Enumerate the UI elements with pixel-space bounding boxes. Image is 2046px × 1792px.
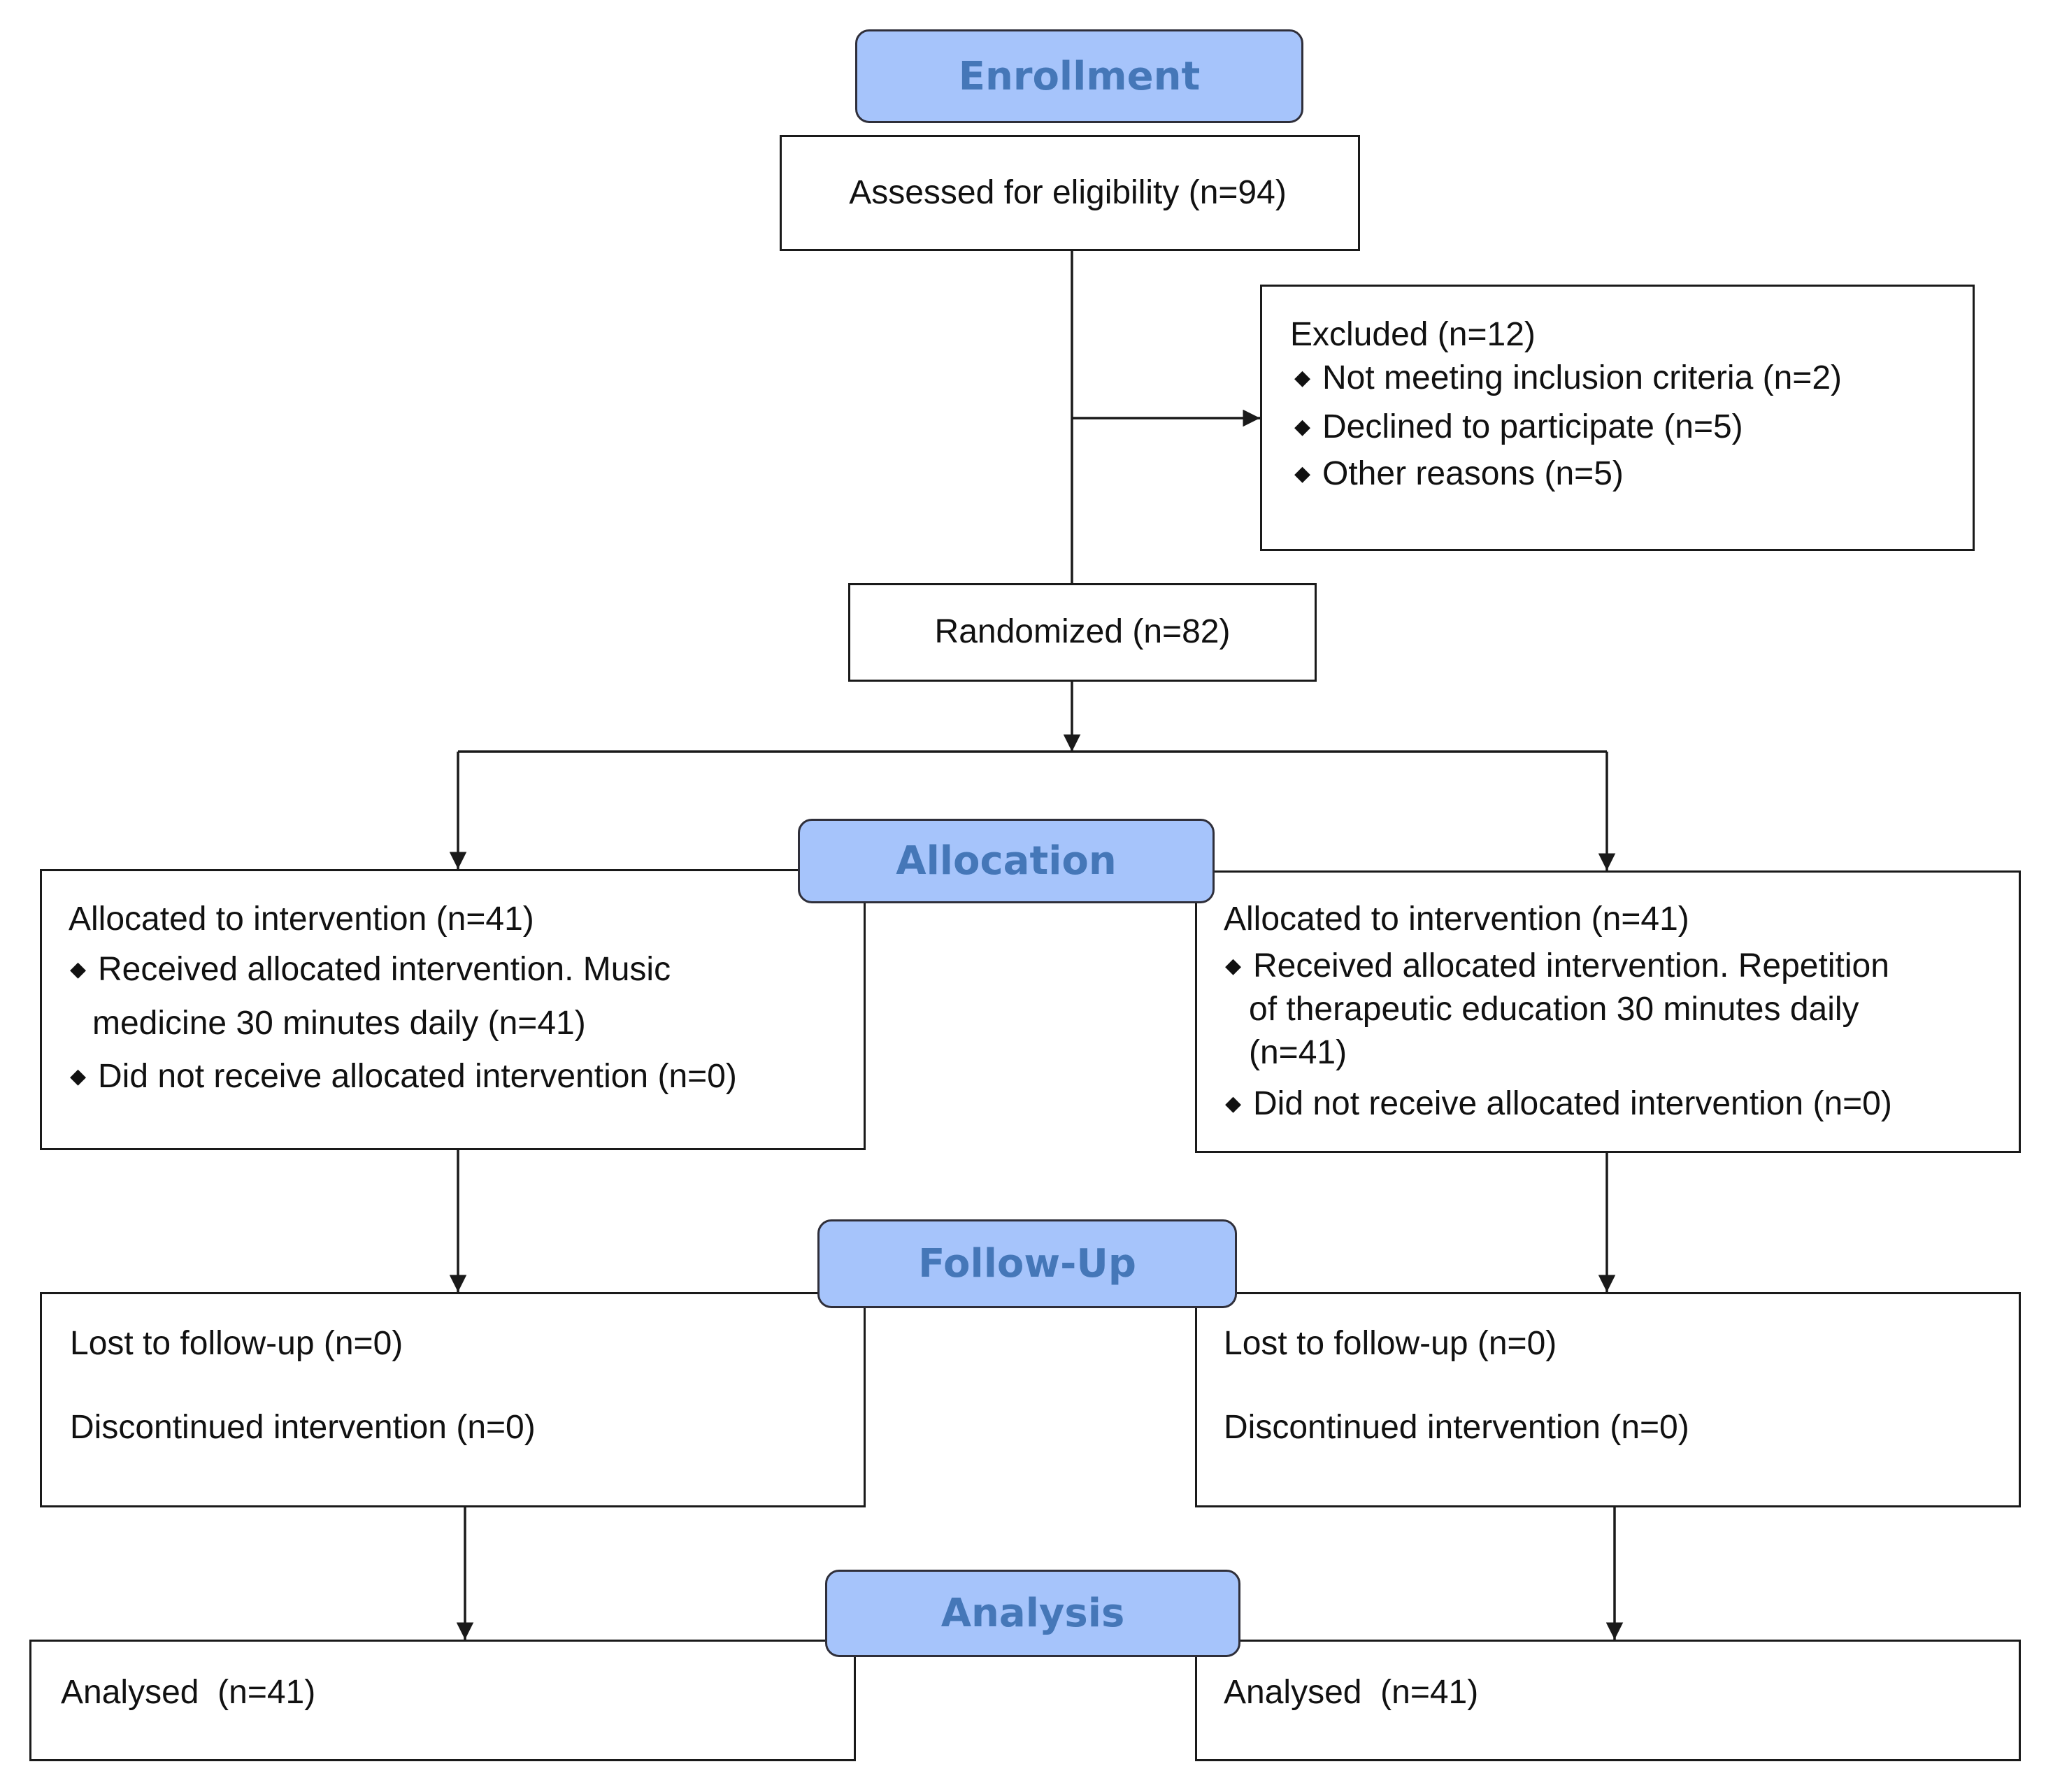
- excluded-item: ◆ Not meeting inclusion criteria (n=2): [1294, 357, 1842, 400]
- diamond-bullet-icon: ◆: [1294, 462, 1311, 485]
- allocation-right-title: Allocated to intervention (n=41): [1224, 901, 1689, 938]
- allocation-right-item-text: Received allocated intervention. Repetit…: [1249, 945, 1889, 1075]
- phase-analysis: Analysis: [825, 1570, 1240, 1657]
- allocation-left-item-line: Received allocated intervention. Music: [98, 951, 671, 988]
- randomized-text: Randomized (n=82): [934, 613, 1231, 651]
- allocation-left-item: ◆ Received allocated intervention. Music…: [70, 948, 671, 1056]
- analysis-right-text: Analysed (n=41): [1224, 1674, 1479, 1711]
- excluded-item: ◆ Other reasons (n=5): [1294, 452, 1624, 496]
- allocation-left-item: ◆ Did not receive allocated intervention…: [70, 1055, 737, 1098]
- excluded-box: Excluded (n=12) ◆ Not meeting inclusion …: [1260, 285, 1975, 551]
- allocation-left-title: Allocated to intervention (n=41): [69, 901, 534, 938]
- excluded-item-text: Not meeting inclusion criteria (n=2): [1322, 359, 1842, 396]
- allocation-right-item-text: Did not receive allocated intervention (…: [1253, 1085, 1892, 1122]
- allocation-right-item-line: Received allocated intervention. Repetit…: [1253, 947, 1889, 984]
- assessed-box: Assessed for eligibility (n=94): [780, 135, 1360, 251]
- diamond-bullet-icon: ◆: [1225, 954, 1242, 977]
- diamond-bullet-icon: ◆: [1294, 415, 1311, 438]
- excluded-item-text: Declined to participate (n=5): [1322, 408, 1743, 445]
- allocation-right-item-line: of therapeutic education 30 minutes dail…: [1249, 991, 1859, 1028]
- allocation-left-item-line: medicine 30 minutes daily (n=41): [92, 1005, 586, 1042]
- phase-allocation: Allocation: [798, 819, 1215, 903]
- analysis-left-text: Analysed (n=41): [61, 1674, 316, 1711]
- excluded-item: ◆ Declined to participate (n=5): [1294, 406, 1743, 449]
- follow-right-lost: Lost to follow-up (n=0): [1224, 1325, 1557, 1362]
- analysis-left-box: Analysed (n=41): [29, 1640, 856, 1761]
- diamond-bullet-icon: ◆: [70, 1065, 87, 1088]
- analysis-right-box: Analysed (n=41): [1195, 1640, 2021, 1761]
- follow-left-discontinued: Discontinued intervention (n=0): [70, 1409, 536, 1446]
- follow-right-box: Lost to follow-up (n=0) Discontinued int…: [1195, 1292, 2021, 1507]
- follow-left-lost: Lost to follow-up (n=0): [70, 1325, 403, 1362]
- allocation-right-box: Allocated to intervention (n=41) ◆ Recei…: [1195, 870, 2021, 1153]
- follow-right-discontinued: Discontinued intervention (n=0): [1224, 1409, 1689, 1446]
- diamond-bullet-icon: ◆: [70, 958, 87, 981]
- allocation-left-box: Allocated to intervention (n=41) ◆ Recei…: [40, 869, 866, 1150]
- allocation-left-item-text: Did not receive allocated intervention (…: [98, 1058, 737, 1095]
- excluded-item-text: Other reasons (n=5): [1322, 455, 1624, 492]
- follow-left-box: Lost to follow-up (n=0) Discontinued int…: [40, 1292, 866, 1507]
- phase-follow-up: Follow-Up: [817, 1219, 1237, 1308]
- diamond-bullet-icon: ◆: [1225, 1092, 1242, 1115]
- assessed-text: Assessed for eligibility (n=94): [849, 173, 1287, 211]
- allocation-right-item-line: (n=41): [1249, 1034, 1347, 1071]
- allocation-right-item: ◆ Received allocated intervention. Repet…: [1225, 945, 1889, 1075]
- phase-enrollment: Enrollment: [855, 29, 1303, 123]
- allocation-left-item-text: Received allocated intervention. Music m…: [92, 948, 671, 1056]
- allocation-right-item: ◆ Did not receive allocated intervention…: [1225, 1082, 1892, 1126]
- diamond-bullet-icon: ◆: [1294, 366, 1311, 389]
- excluded-title: Excluded (n=12): [1290, 316, 1536, 353]
- randomized-box: Randomized (n=82): [848, 583, 1317, 682]
